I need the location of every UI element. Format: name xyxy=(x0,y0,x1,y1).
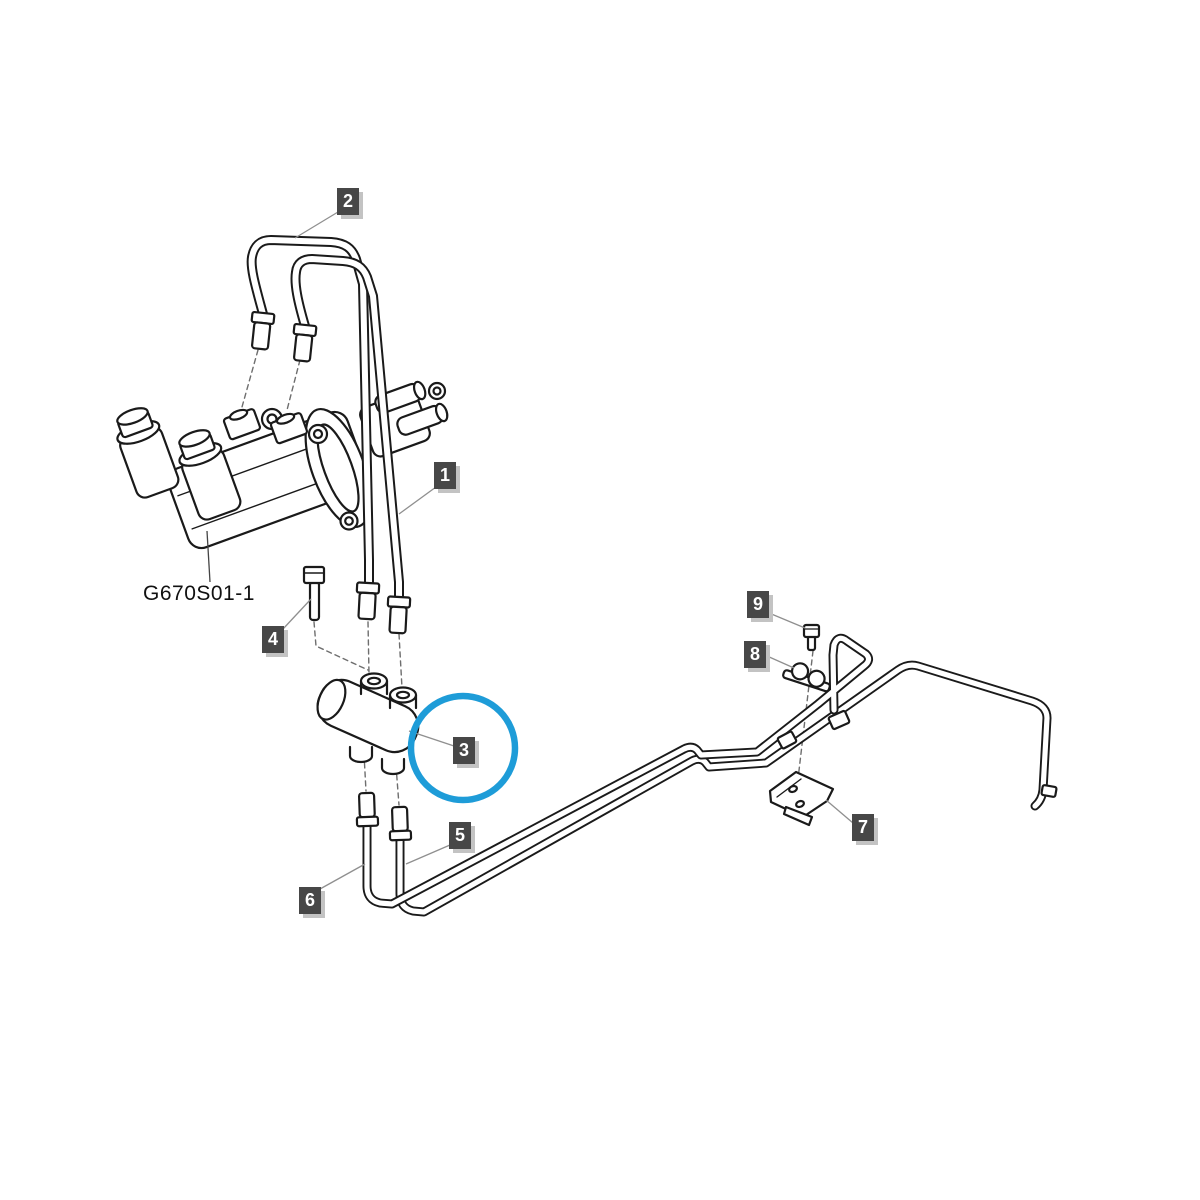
clamp-bolt-drawing xyxy=(802,623,821,652)
brake-pipe-6-drawing xyxy=(362,633,874,909)
part-code-label: G670S01-1 xyxy=(143,582,255,605)
pipe-clamp-drawing xyxy=(782,662,831,693)
callout-label-3: 3 xyxy=(453,737,475,764)
highlight-circle xyxy=(407,692,519,804)
callout-label-7: 7 xyxy=(852,814,874,841)
callout-label-9: 9 xyxy=(747,591,769,618)
tee-union-drawing xyxy=(316,672,420,776)
callout-label-8: 8 xyxy=(744,641,766,668)
callout-label-2: 2 xyxy=(337,188,359,215)
master-cylinder-drawing xyxy=(116,380,449,550)
pipe-fittings-drawing xyxy=(250,310,1058,842)
brake-pipe-1-drawing xyxy=(290,254,404,603)
callout-label-1: 1 xyxy=(434,462,456,489)
brake-pipe-2-drawing xyxy=(246,235,374,589)
callout-label-6: 6 xyxy=(299,887,321,914)
leader-lines xyxy=(206,211,854,890)
mounting-bracket-drawing xyxy=(768,770,835,827)
callout-label-4: 4 xyxy=(262,626,284,653)
callout-label-5: 5 xyxy=(449,822,471,849)
flange-bolt-drawing xyxy=(302,565,326,622)
